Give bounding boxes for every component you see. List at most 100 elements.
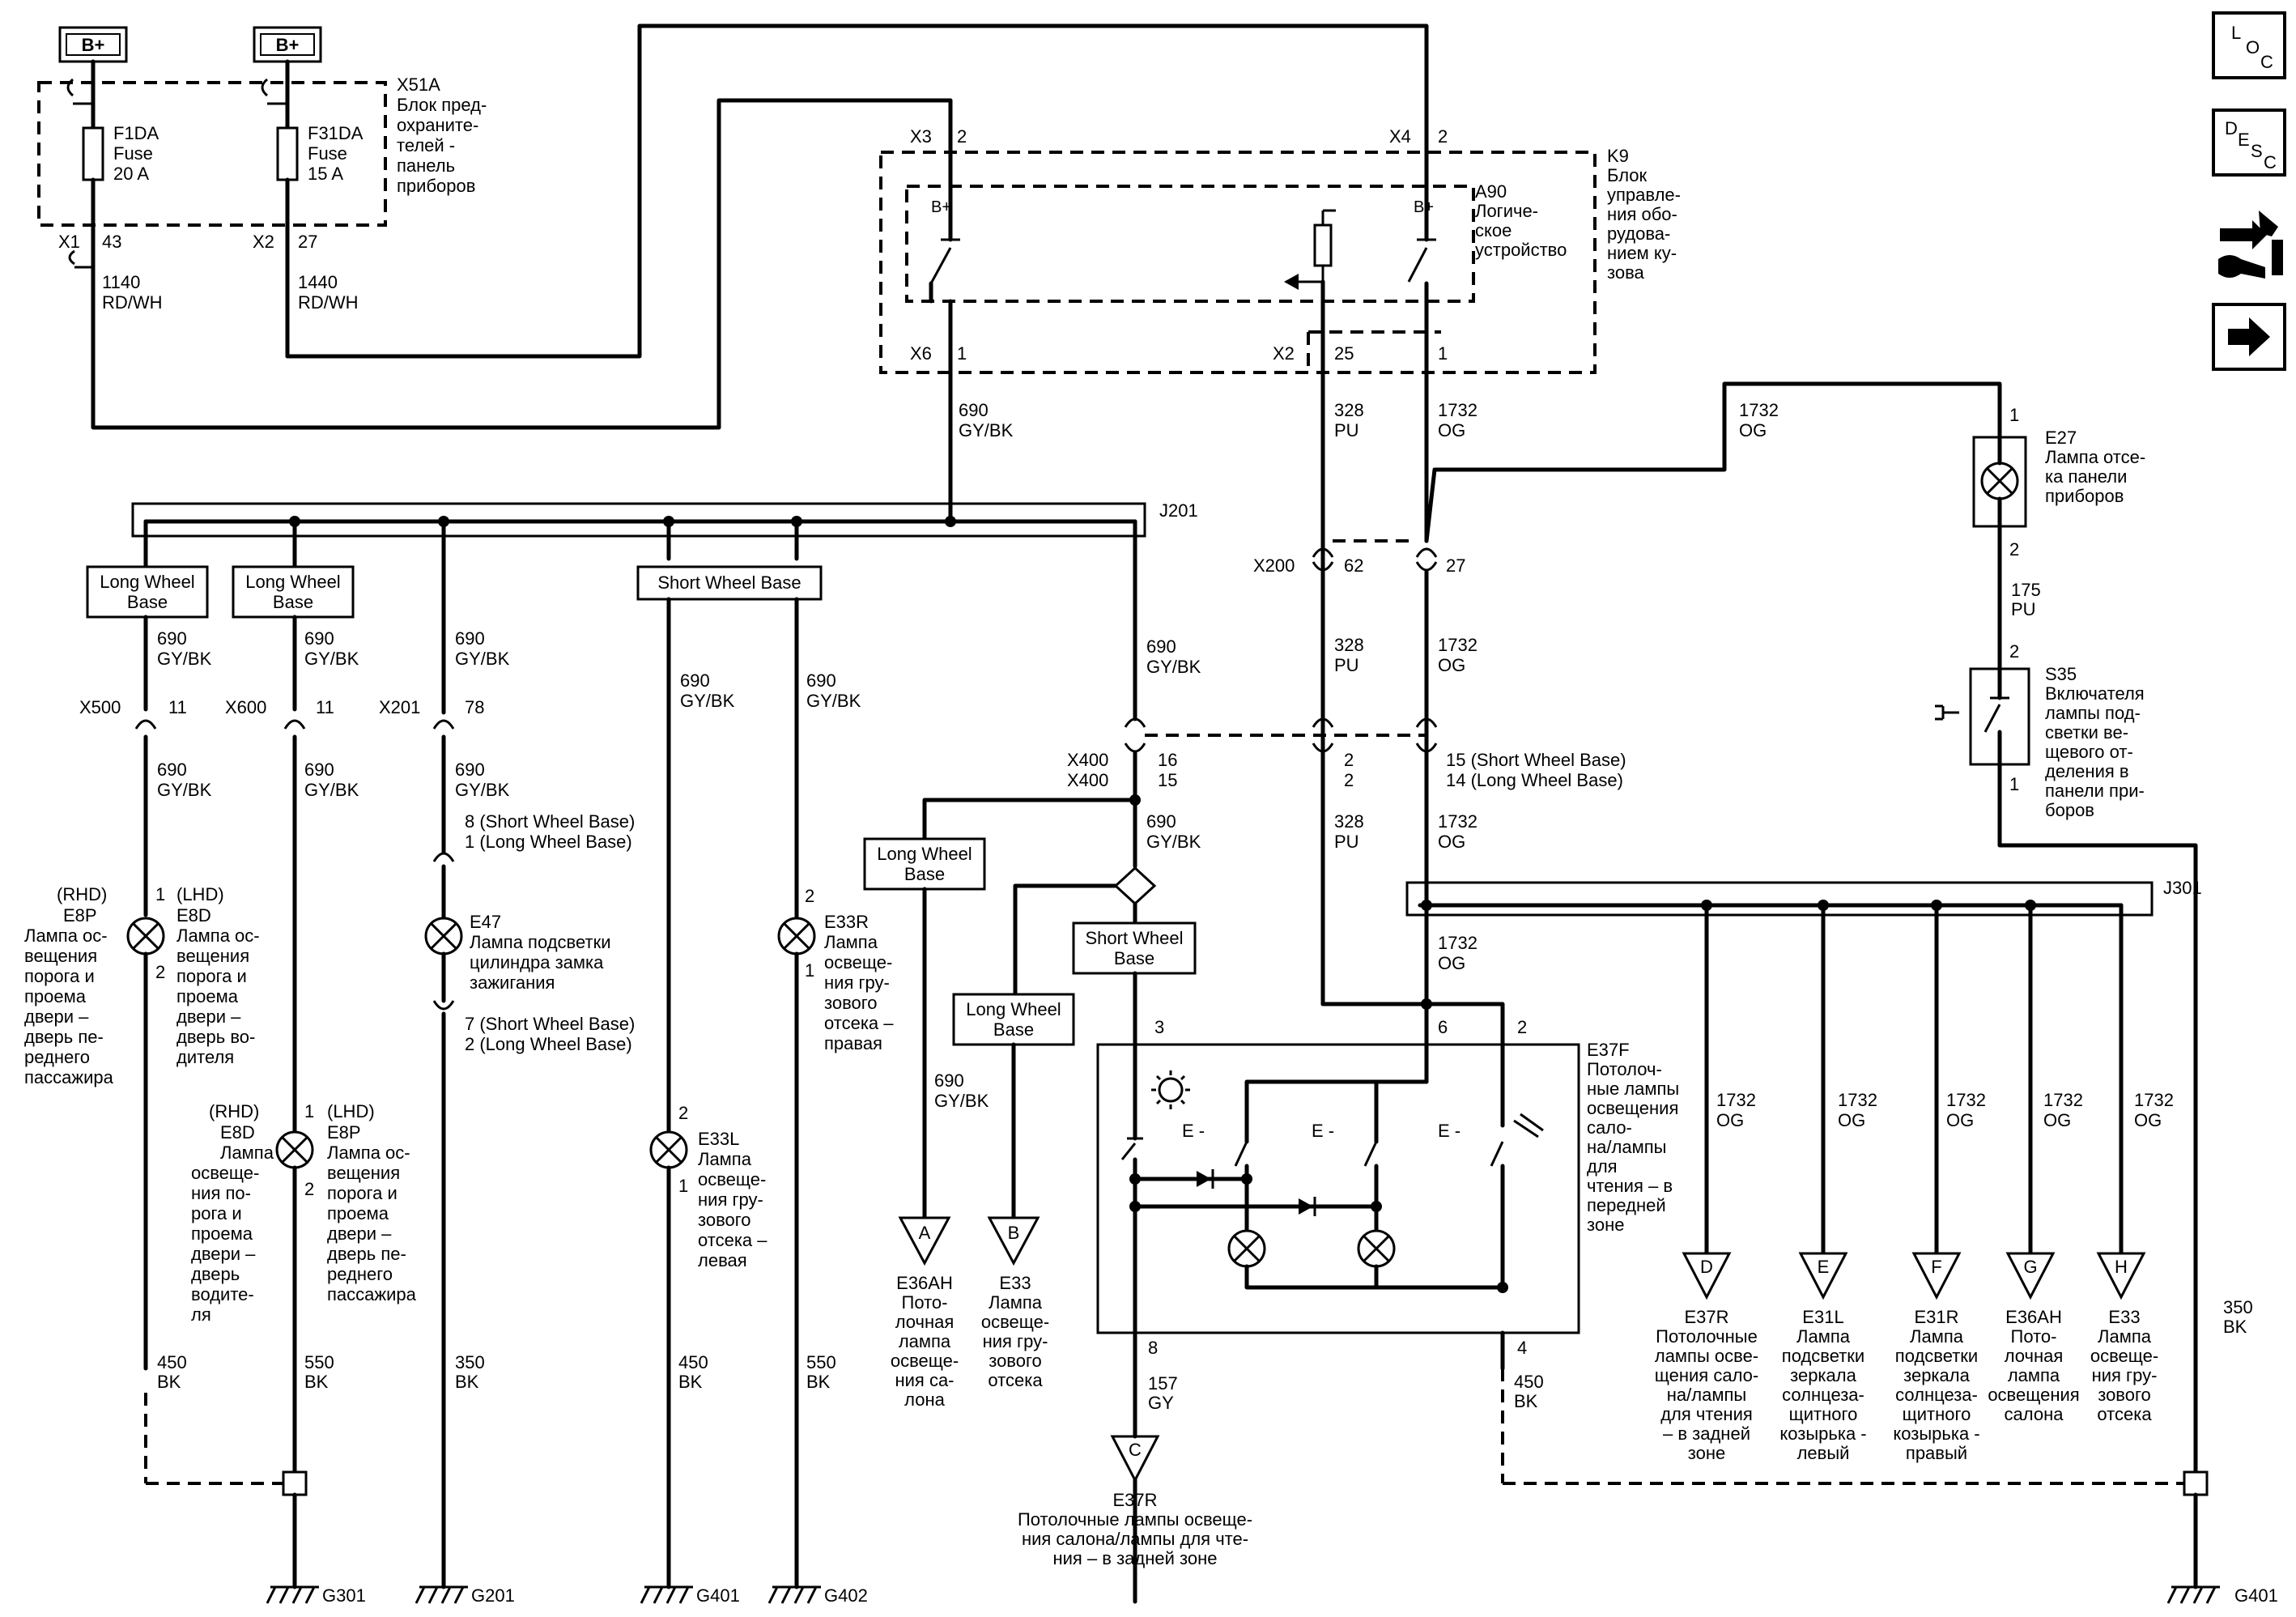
lamp-e33l-label: освеще- <box>698 1169 766 1189</box>
wire-color: BK <box>806 1372 831 1392</box>
svg-text:освеще-: освеще- <box>891 1351 959 1371</box>
svg-text:E37F: E37F <box>1587 1040 1630 1060</box>
fuse-f1da-label: F1DA <box>113 123 159 143</box>
svg-text:S: S <box>2251 141 2263 161</box>
pin-number: 27 <box>298 232 317 252</box>
svg-text:зового: зового <box>2098 1385 2151 1405</box>
ground-g201: G201 <box>471 1585 515 1606</box>
ground-g301: G301 <box>322 1585 366 1606</box>
connector-x200: X200 <box>1253 555 1295 576</box>
ground-splice-icon <box>2183 1470 2209 1496</box>
svg-text:E37R: E37R <box>1112 1490 1157 1510</box>
svg-text:дверь во-: дверь во- <box>176 1027 255 1047</box>
offpage-ref-g: G <box>2005 1252 2056 1300</box>
wire-350-right <box>1997 838 2198 1474</box>
module-k9-name: зова <box>1607 262 1645 283</box>
switch-s35-label: лампы под- <box>2045 703 2141 723</box>
pin-number: 2 <box>1344 770 1354 790</box>
k9-output-switch-icon <box>929 184 960 304</box>
svg-text:козырька -: козырька - <box>1893 1423 1979 1444</box>
svg-text:щитного: щитного <box>1903 1404 1971 1424</box>
svg-text:лочная: лочная <box>895 1312 955 1332</box>
splice-j301 <box>1405 881 2154 917</box>
fuse-block-name: телей - <box>397 135 455 155</box>
svg-text:Long Wheel: Long Wheel <box>966 999 1061 1019</box>
svg-text:реднего: реднего <box>327 1264 393 1284</box>
location-view-button[interactable]: L O C <box>2212 11 2286 79</box>
svg-text:E8P: E8P <box>327 1122 361 1143</box>
lamp-e33r-label: зового <box>824 993 878 1013</box>
wire-number: 690 <box>1146 811 1176 832</box>
wire-color: PU <box>1334 832 1359 852</box>
svg-text:зеркала: зеркала <box>1903 1365 1970 1385</box>
wire-number: 550 <box>806 1352 836 1372</box>
arrow-right-icon[interactable] <box>2212 303 2286 371</box>
lamp-e27-icon <box>1980 462 2019 500</box>
pin-number: 14 (Long Wheel Base) <box>1446 770 1623 790</box>
offpage-ref-d-label: E37R Потолочные лампы осве- щения сало- … <box>1655 1307 1758 1463</box>
ground-icon <box>415 1585 468 1604</box>
description-view-button[interactable]: D E S C <box>2212 109 2286 177</box>
wire-number: 175 <box>2011 580 2041 600</box>
fuse-f1da-label: Fuse <box>113 143 153 164</box>
switch-actuator-icon: E - <box>1182 1121 1205 1141</box>
svg-text:освеще-: освеще- <box>2090 1346 2158 1366</box>
option-short-wheel-base-box: Short Wheel Base <box>1072 921 1197 975</box>
offpage-ref-e: E <box>1798 1252 1848 1300</box>
pin-number: 1 <box>678 1176 688 1196</box>
svg-text:E31R: E31R <box>1914 1307 1958 1327</box>
svg-text:солнцеза-: солнцеза- <box>1782 1385 1864 1405</box>
lamp-e8p-e8d-icon <box>126 917 165 955</box>
lamp-e33l-label: отсека – <box>698 1230 767 1250</box>
svg-text:освеще-: освеще- <box>981 1312 1049 1332</box>
wire-color: PU <box>1334 420 1359 440</box>
option-rhd: (RHD) <box>57 884 107 904</box>
fuse-block-name: Блок пред- <box>397 95 487 115</box>
svg-text:G: G <box>2023 1257 2037 1277</box>
module-a90-outline <box>905 185 1475 303</box>
splice-diamond-icon <box>1113 866 1157 906</box>
connector-x3: X3 <box>910 126 932 147</box>
offpage-ref-b-label: E33 Лампа освеще- ния гру- зового отсека <box>981 1273 1049 1390</box>
switch-s35-label: щевого от- <box>2045 742 2133 762</box>
svg-text:Long Wheel: Long Wheel <box>245 572 340 592</box>
lamp-e8d-label: E8D Лампа освеще- ния по- рога и проема … <box>191 1122 274 1325</box>
wiring-connector-icon[interactable] <box>2218 211 2283 279</box>
k9-input-resistor-icon <box>1284 209 1336 290</box>
pin-number: 3 <box>1154 1017 1164 1037</box>
pin-number: 27 <box>1446 555 1465 576</box>
svg-text:ля: ля <box>191 1304 211 1325</box>
wire-color: OG <box>1946 1110 1974 1130</box>
svg-text:дверь пе-: дверь пе- <box>327 1244 406 1264</box>
pin-number: 2 <box>805 886 814 906</box>
svg-text:проема: проема <box>327 1203 389 1223</box>
svg-text:Пото-: Пото- <box>902 1292 948 1313</box>
pin-number: 11 <box>168 697 187 717</box>
pin-number: 6 <box>1438 1017 1448 1037</box>
switch-s35-label: боров <box>2045 800 2094 820</box>
offpage-ref-g-label: E36AH Пото- лочная лампа освещения салон… <box>1988 1307 2079 1424</box>
lamp-e47-id: E47 <box>470 912 501 932</box>
svg-text:вещения: вещения <box>24 946 97 966</box>
svg-text:дверь пе-: дверь пе- <box>24 1027 104 1047</box>
lamp-e33r-label: ния гру- <box>824 972 890 993</box>
svg-text:Long Wheel: Long Wheel <box>877 844 972 864</box>
lamp-e47-icon <box>424 917 463 955</box>
svg-text:чтения – в: чтения – в <box>1587 1176 1673 1196</box>
svg-text:Лампа ос-: Лампа ос- <box>327 1143 410 1163</box>
pin-number: 8 (Short Wheel Base) <box>465 811 635 832</box>
fuse-f31da-rating: 15 A <box>308 164 343 184</box>
svg-text:отсека: отсека <box>988 1370 1043 1390</box>
svg-text:передней: передней <box>1587 1195 1666 1215</box>
svg-text:E31L: E31L <box>1802 1307 1843 1327</box>
splice-j201-label: J201 <box>1159 500 1198 521</box>
switch-s35-label: светки ве- <box>2045 722 2128 743</box>
svg-text:E: E <box>1818 1257 1830 1277</box>
offpage-ref-d: D <box>1682 1252 1732 1300</box>
svg-text:E8D: E8D <box>176 905 211 926</box>
lamp-e33l-icon <box>649 1130 688 1169</box>
svg-text:подсветки: подсветки <box>1782 1346 1864 1366</box>
lamp-assembly-e37f <box>1096 1043 1580 1334</box>
lamp-dome-right-icon <box>1357 1229 1396 1268</box>
offpage-ref-b: B <box>987 1216 1040 1266</box>
